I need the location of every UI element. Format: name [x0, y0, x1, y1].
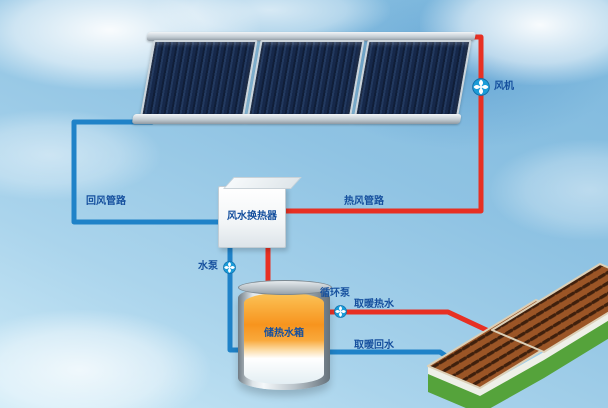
tank-lid — [238, 280, 332, 295]
grass-base — [428, 318, 608, 408]
heating-return-label: 取暖回水 — [354, 340, 394, 351]
circulation-pump-label: 循环泵 — [320, 288, 350, 299]
solar-panel — [246, 40, 365, 120]
return-air-pipe-line — [71, 119, 227, 225]
heat-exchanger-label: 风水换热器 — [227, 211, 277, 222]
tank-liquid-window — [244, 293, 324, 384]
water-pump-label: 水泵 — [198, 261, 218, 272]
solar-collector-array — [131, 32, 476, 124]
return-air-pipe-label: 回风管路 — [86, 196, 126, 207]
circulation-pump-icon — [334, 305, 347, 318]
heating-supply-line — [323, 309, 498, 337]
heat-exchanger-box: 风水换热器 — [218, 186, 286, 248]
cloud — [0, 110, 160, 200]
storage-tank-label: 储热水箱 — [264, 328, 304, 339]
heating-supply-label: 取暖热水 — [354, 299, 394, 310]
hot-air-pipe-label: 热风管路 — [344, 196, 384, 207]
fan-icon — [472, 78, 490, 96]
collector-bottom-manifold — [131, 114, 462, 124]
water-pump-icon — [223, 261, 236, 274]
storage-tank: 储热水箱 — [238, 280, 332, 390]
cloud — [490, 140, 608, 240]
solar-panel — [353, 40, 472, 120]
cloud — [0, 310, 210, 408]
fan-label: 风机 — [494, 81, 514, 92]
floor-heating-slab-right — [491, 263, 608, 353]
solar-panel — [139, 40, 258, 120]
